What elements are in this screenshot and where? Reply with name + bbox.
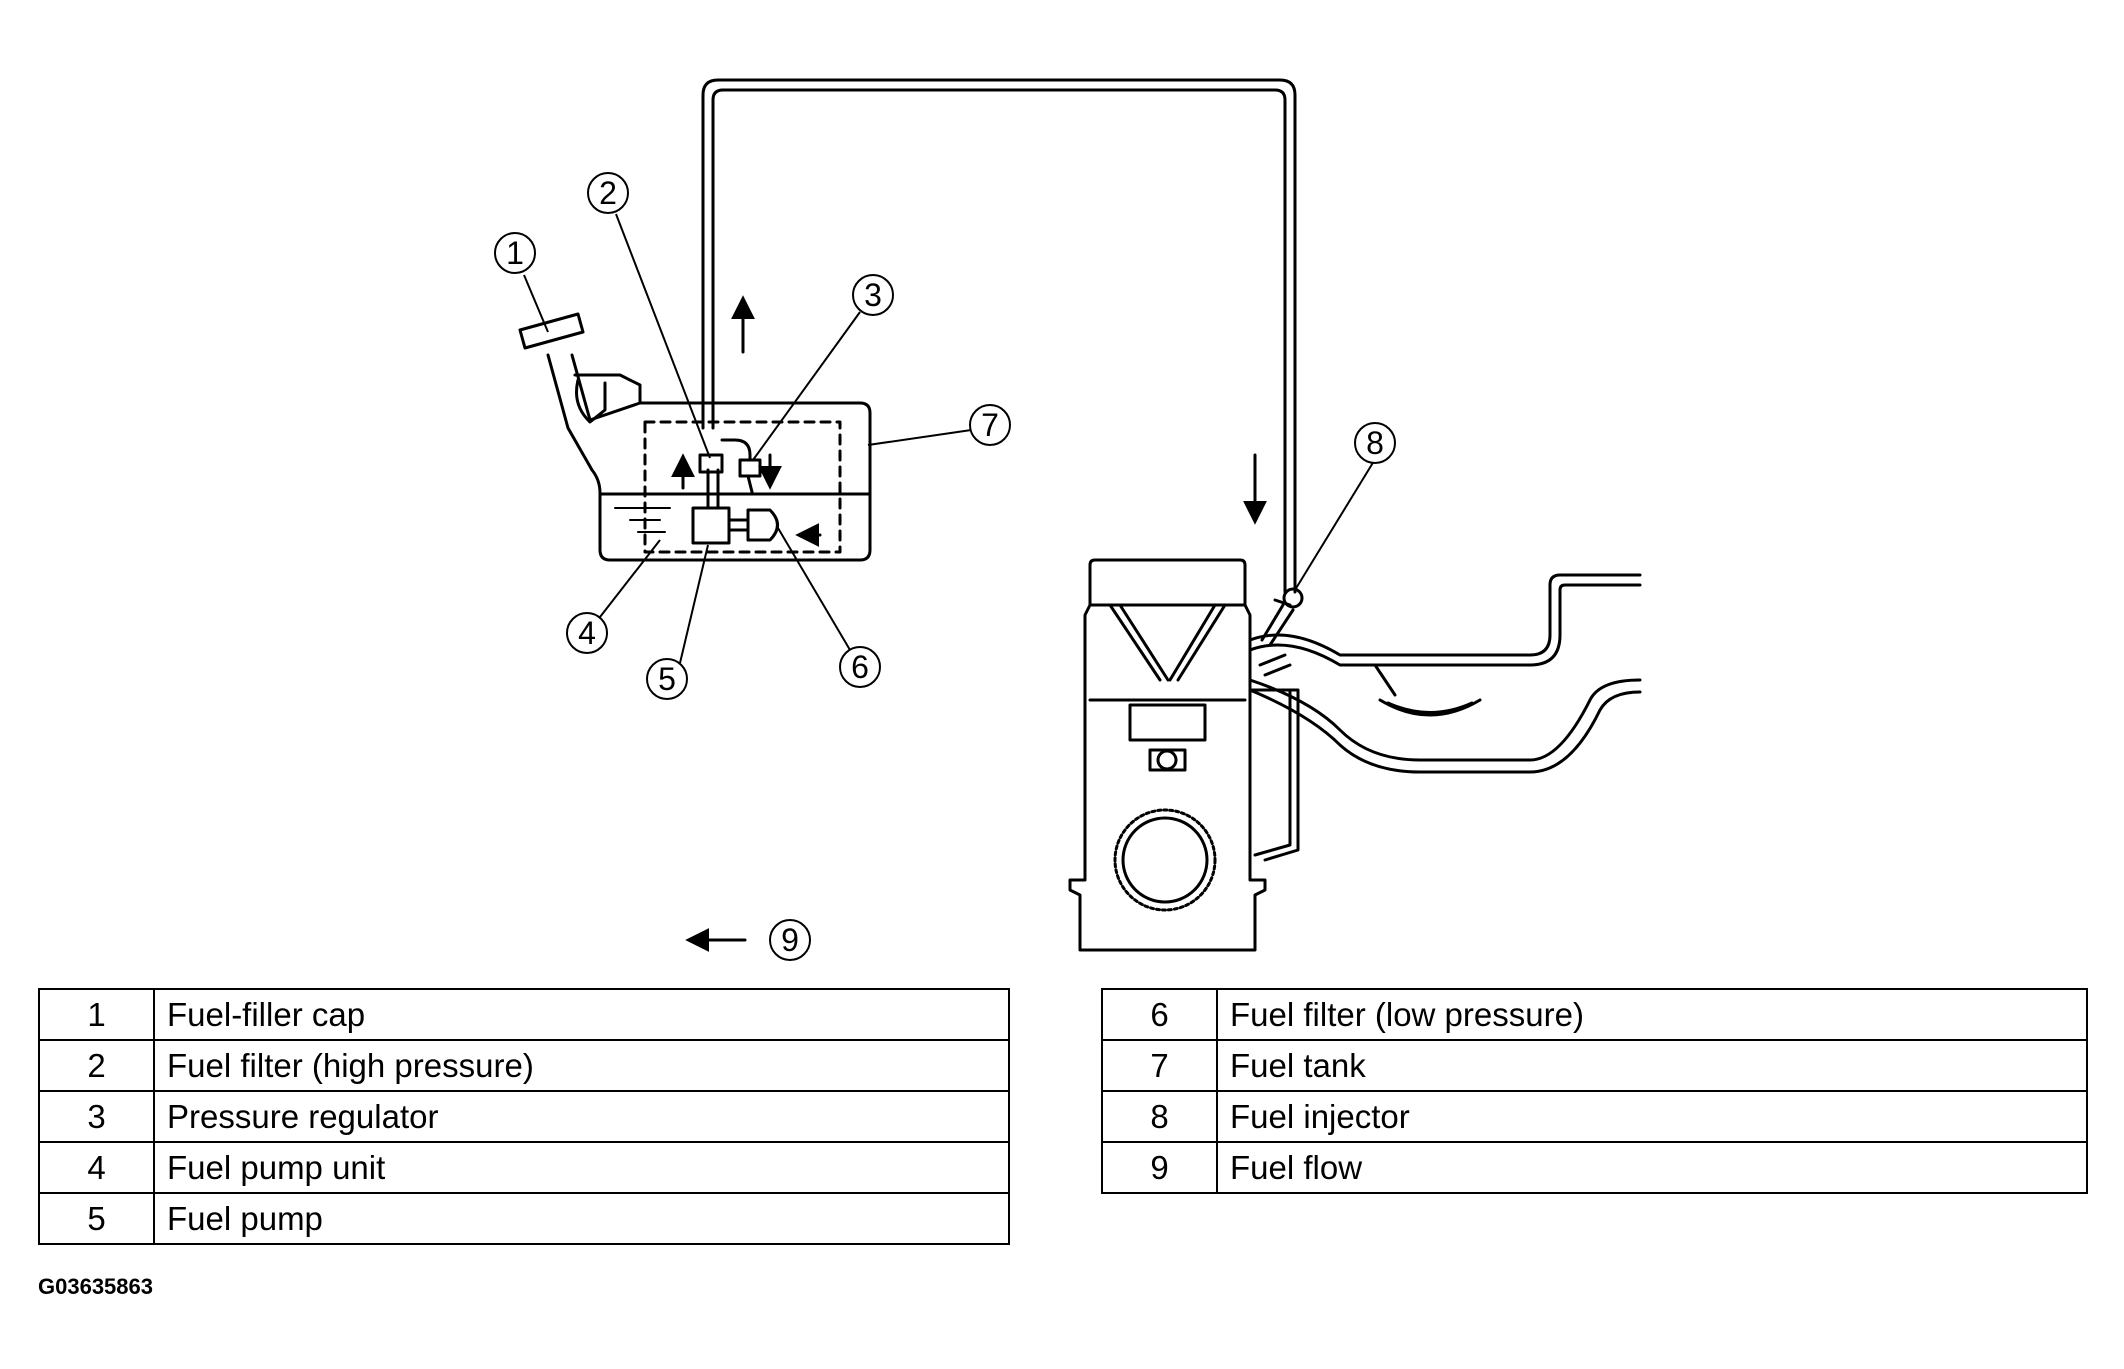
legend-label: Fuel filter (low pressure): [1216, 988, 2088, 1041]
svg-text:6: 6: [851, 649, 869, 685]
fuel-injector: [1260, 587, 1304, 647]
tank-flow-arrows: [671, 295, 1267, 952]
legend-number: 7: [1101, 1039, 1218, 1092]
callout-9: 9: [769, 919, 811, 961]
legend-number: 1: [38, 988, 155, 1041]
engine: [1068, 558, 1300, 952]
callout-8: 8: [1354, 422, 1396, 464]
callout-5: 5: [646, 658, 688, 700]
high-pressure-fuel-line: [701, 78, 1297, 594]
legend-label: Fuel-filler cap: [153, 988, 1010, 1041]
legend-label: Pressure regulator: [153, 1090, 1010, 1143]
legend-label: Fuel tank: [1216, 1039, 2088, 1092]
callout-leaders: [523, 213, 1375, 664]
legend-number: 3: [38, 1090, 155, 1143]
callout-6: 6: [839, 646, 881, 688]
legend-number: 5: [38, 1192, 155, 1245]
legend-number: 9: [1101, 1141, 1218, 1194]
svg-text:8: 8: [1366, 425, 1384, 461]
legend-label: Fuel injector: [1216, 1090, 2088, 1143]
figure-id: G03635863: [38, 1274, 153, 1299]
fuel-tank: [546, 353, 872, 562]
svg-text:9: 9: [781, 922, 799, 958]
svg-text:7: 7: [981, 407, 999, 443]
svg-text:2: 2: [599, 175, 617, 211]
svg-text:5: 5: [658, 661, 676, 697]
callout-3: 3: [852, 274, 894, 316]
callout-2: 2: [587, 172, 629, 214]
legend-label: Fuel flow: [1216, 1141, 2088, 1194]
legend-label: Fuel pump: [153, 1192, 1010, 1245]
fuel-pump: [691, 438, 779, 545]
callouts: 1 2 3 4 5 6 7 8: [494, 172, 1396, 961]
callout-7: 7: [969, 404, 1011, 446]
fuel-filler-cap: [518, 312, 585, 350]
intake-manifold: [1248, 573, 1642, 774]
legend-number: 6: [1101, 988, 1218, 1041]
legend-number: 4: [38, 1141, 155, 1194]
callout-1: 1: [494, 232, 536, 274]
legend-number: 2: [38, 1039, 155, 1092]
svg-text:3: 3: [864, 277, 882, 313]
legend-label: Fuel filter (high pressure): [153, 1039, 1010, 1092]
svg-text:1: 1: [506, 235, 524, 271]
svg-text:4: 4: [578, 615, 596, 651]
legend-label: Fuel pump unit: [153, 1141, 1010, 1194]
callout-4: 4: [566, 612, 608, 654]
legend-number: 8: [1101, 1090, 1218, 1143]
